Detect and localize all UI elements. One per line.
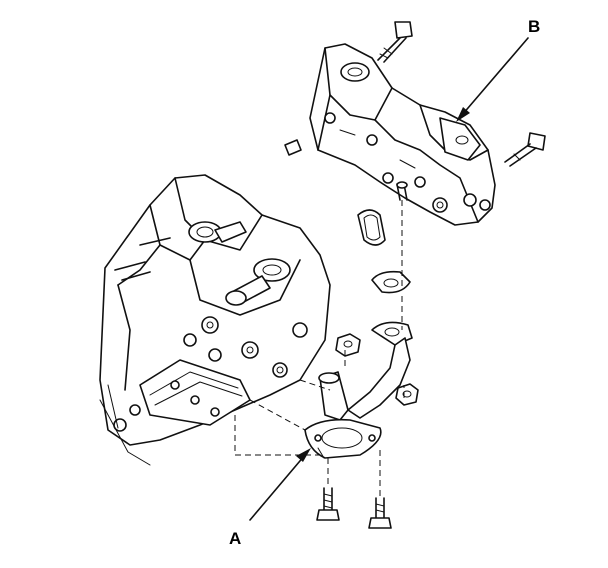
alignment-lines: [234, 200, 405, 498]
pump-stud: [396, 181, 408, 201]
flange-nut-right: [395, 383, 419, 406]
callout-label-b: B: [528, 17, 540, 36]
pump-bolt-top: [377, 21, 413, 63]
callout-label-a: A: [229, 529, 241, 548]
callout-arrow-b: [456, 37, 529, 122]
pump-bolt-right: [504, 132, 546, 167]
engine-block: [99, 174, 331, 466]
flange-nut-left: [335, 333, 361, 357]
callout-arrow-a: [249, 448, 311, 521]
pump-gasket: [357, 209, 386, 246]
strainer-gasket: [371, 270, 411, 294]
oil-strainer-a: [304, 321, 413, 459]
strainer-bolt-right: [368, 497, 392, 529]
strainer-bolt-left: [316, 487, 340, 521]
oil-pump-b: [284, 43, 496, 226]
